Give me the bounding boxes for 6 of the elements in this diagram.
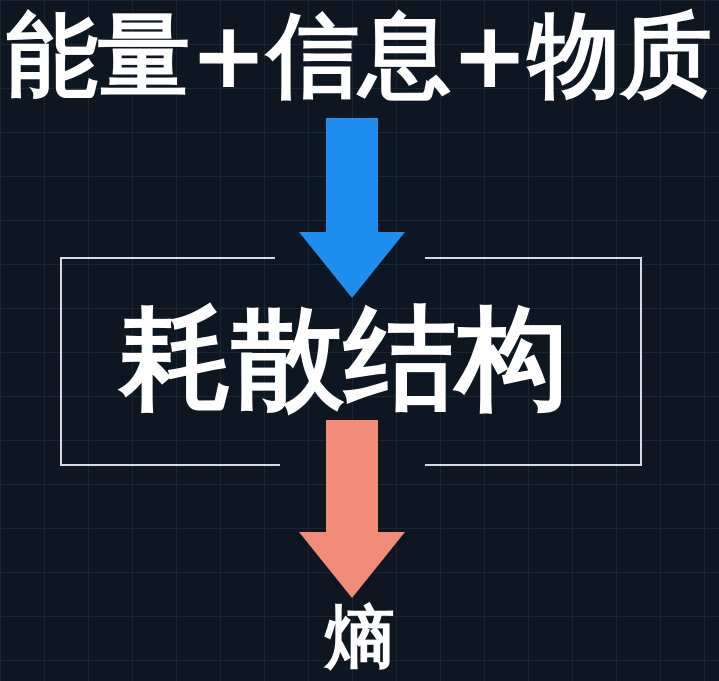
arrow (299, 420, 405, 598)
arrow (299, 118, 405, 298)
frame-box (60, 257, 642, 466)
heading-text: 熵 (325, 602, 395, 672)
box-title: 耗散结构 (120, 303, 568, 415)
heading-text: 能量+信息+物质 (6, 10, 712, 102)
